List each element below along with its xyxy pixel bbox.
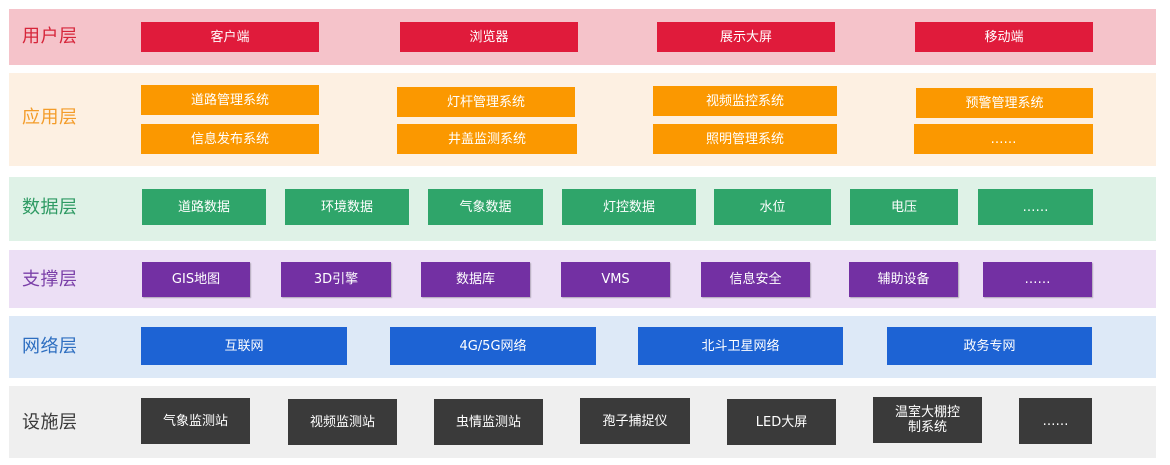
app-item-road-management: 道路管理系统 bbox=[141, 85, 319, 115]
facility-item-spore-trap: 孢子捕捉仪 bbox=[580, 398, 690, 444]
app-item-manhole-monitoring: 井盖监测系统 bbox=[397, 124, 577, 154]
user-item-mobile: 移动端 bbox=[915, 22, 1093, 52]
facility-item-weather-station: 气象监测站 bbox=[141, 398, 250, 444]
support-item-more: …… bbox=[983, 262, 1092, 297]
user-item-client: 客户端 bbox=[141, 22, 319, 52]
app-item-info-publishing: 信息发布系统 bbox=[141, 124, 319, 154]
app-item-video-monitoring: 视频监控系统 bbox=[653, 86, 837, 116]
app-item-pole-management: 灯杆管理系统 bbox=[397, 87, 575, 117]
layer-label-data: 数据层 bbox=[22, 197, 78, 218]
support-item-auxiliary-equipment: 辅助设备 bbox=[849, 262, 958, 297]
user-item-big-screen: 展示大屏 bbox=[657, 22, 835, 52]
layer-label-facility: 设施层 bbox=[22, 412, 78, 433]
data-item-voltage: 电压 bbox=[850, 189, 958, 225]
facility-item-greenhouse-control: 温室大棚控制系统 bbox=[873, 397, 982, 443]
app-item-more: …… bbox=[914, 124, 1093, 154]
network-item-internet: 互联网 bbox=[141, 327, 347, 365]
layer-label-network: 网络层 bbox=[22, 336, 78, 357]
support-item-info-security: 信息安全 bbox=[701, 262, 810, 297]
support-item-vms: VMS bbox=[561, 262, 670, 297]
data-item-environment: 环境数据 bbox=[285, 189, 409, 225]
facility-item-led-screen: LED大屏 bbox=[727, 399, 836, 445]
facility-item-video-station: 视频监测站 bbox=[288, 399, 397, 445]
app-item-lighting-management: 照明管理系统 bbox=[653, 124, 837, 154]
layer-label-support: 支撑层 bbox=[22, 269, 78, 290]
network-item-beidou-satellite: 北斗卫星网络 bbox=[638, 327, 843, 365]
network-item-4g-5g: 4G/5G网络 bbox=[390, 327, 596, 365]
data-item-more: …… bbox=[978, 189, 1093, 225]
data-item-light-control: 灯控数据 bbox=[562, 189, 696, 225]
data-item-water-level: 水位 bbox=[714, 189, 831, 225]
facility-item-more: …… bbox=[1019, 398, 1092, 444]
data-item-weather: 气象数据 bbox=[428, 189, 543, 225]
app-item-alert-management: 预警管理系统 bbox=[916, 88, 1093, 118]
support-item-database: 数据库 bbox=[421, 262, 530, 297]
data-item-road: 道路数据 bbox=[142, 189, 266, 225]
layer-label-application: 应用层 bbox=[22, 107, 78, 128]
layer-label-user: 用户层 bbox=[22, 26, 78, 47]
support-item-gis-map: GIS地图 bbox=[142, 262, 250, 297]
network-item-government-network: 政务专网 bbox=[887, 327, 1092, 365]
facility-item-pest-station: 虫情监测站 bbox=[434, 399, 543, 445]
support-item-3d-engine: 3D引擎 bbox=[281, 262, 391, 297]
user-item-browser: 浏览器 bbox=[400, 22, 578, 52]
